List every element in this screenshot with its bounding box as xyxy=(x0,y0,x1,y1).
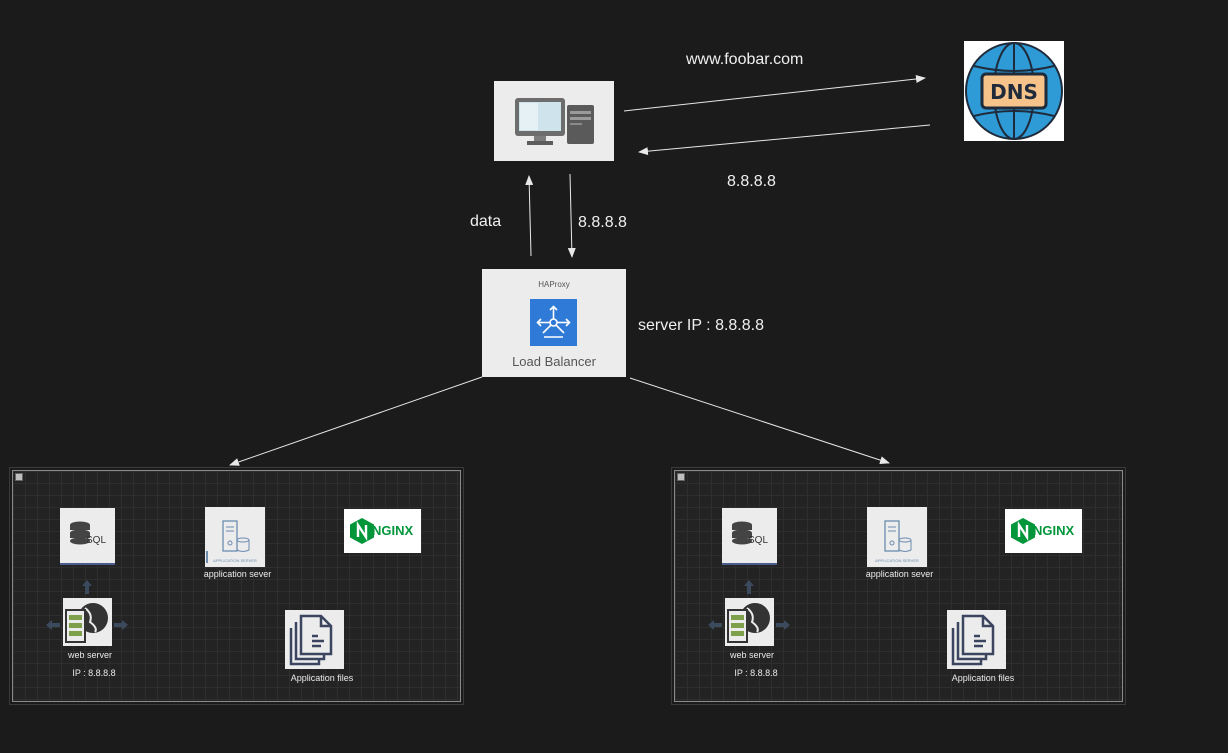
application-server-node[interactable]: APPLICATION SERVER xyxy=(205,507,265,567)
left-arrow-icon xyxy=(46,617,60,630)
dns-node[interactable]: DNS xyxy=(964,41,1064,141)
data-label: data xyxy=(470,213,502,230)
application-files-caption: Application files xyxy=(290,673,354,683)
web-server-globe-icon xyxy=(727,603,770,643)
lb-caption: Load Balancer xyxy=(512,354,596,369)
app-server-caption: application sever xyxy=(203,569,272,579)
dns-text: DNS xyxy=(990,80,1038,104)
arrow-lb-to-server-1 xyxy=(229,376,483,466)
arrow-lb-to-client xyxy=(525,175,534,257)
load-balancer-icon xyxy=(530,299,577,346)
web-server-caption: web server xyxy=(67,650,112,660)
right-arrow-icon xyxy=(776,617,790,630)
nginx-node[interactable]: NGINX xyxy=(1005,509,1082,553)
nginx-node[interactable]: NGINX xyxy=(344,509,421,553)
web-server-node[interactable] xyxy=(725,598,774,646)
web-server-caption: web server xyxy=(729,650,774,660)
panel-collapse-icon[interactable] xyxy=(15,473,23,481)
sql-label: SQL xyxy=(748,535,769,546)
up-arrow-icon xyxy=(744,580,754,594)
arrow-dns-to-client xyxy=(638,124,931,156)
app-server-caption: application sever xyxy=(865,569,934,579)
application-server-icon xyxy=(206,520,250,563)
nginx-label: NGINX xyxy=(1033,523,1075,538)
arrow-client-to-lb xyxy=(567,173,576,258)
application-server-icon xyxy=(884,520,912,552)
lb-ip-arrow-label: 8.8.8.8 xyxy=(578,214,627,231)
arrow-lb-to-server-2 xyxy=(629,377,890,464)
up-arrow-icon xyxy=(82,580,92,594)
documents-icon xyxy=(951,614,995,666)
application-server-node[interactable]: APPLICATION SERVER xyxy=(867,507,927,567)
sql-database-node[interactable]: SQL xyxy=(60,508,115,565)
nginx-label: NGINX xyxy=(372,523,414,538)
server-ip-label: server IP : 8.8.8.8 xyxy=(638,317,764,334)
app-tiny-label: APPLICATION SERVER xyxy=(213,558,257,563)
desktop-computer-icon xyxy=(515,98,594,145)
app-tiny-label: APPLICATION SERVER xyxy=(875,558,919,563)
left-arrow-icon xyxy=(708,617,722,630)
domain-request-label: www.foobar.com xyxy=(686,51,804,68)
client-computer-node[interactable] xyxy=(494,81,614,161)
web-server-node[interactable] xyxy=(63,598,112,646)
dns-response-label: 8.8.8.8 xyxy=(727,173,776,190)
lb-header: HAProxy xyxy=(538,280,570,289)
nginx-hexagon-icon xyxy=(1011,518,1035,544)
arrow-client-to-dns xyxy=(623,75,926,112)
application-files-caption: Application files xyxy=(951,673,1015,683)
sql-database-node[interactable]: SQL xyxy=(722,508,777,565)
web-server-ip-caption: IP : 8.8.8.8 xyxy=(734,668,778,678)
panel-collapse-icon[interactable] xyxy=(677,473,685,481)
application-files-node[interactable] xyxy=(947,610,1006,669)
dns-globe-icon xyxy=(965,42,1063,140)
web-server-globe-icon xyxy=(65,603,108,643)
load-balancer-node[interactable]: HAProxy Load Balancer xyxy=(482,269,626,377)
right-arrow-icon xyxy=(114,617,128,630)
sql-label: SQL xyxy=(86,535,107,546)
database-icon xyxy=(60,521,115,565)
application-files-node[interactable] xyxy=(285,610,344,669)
documents-icon xyxy=(289,614,333,666)
web-server-ip-caption: IP : 8.8.8.8 xyxy=(72,668,116,678)
database-icon xyxy=(722,521,777,565)
nginx-hexagon-icon xyxy=(350,518,374,544)
